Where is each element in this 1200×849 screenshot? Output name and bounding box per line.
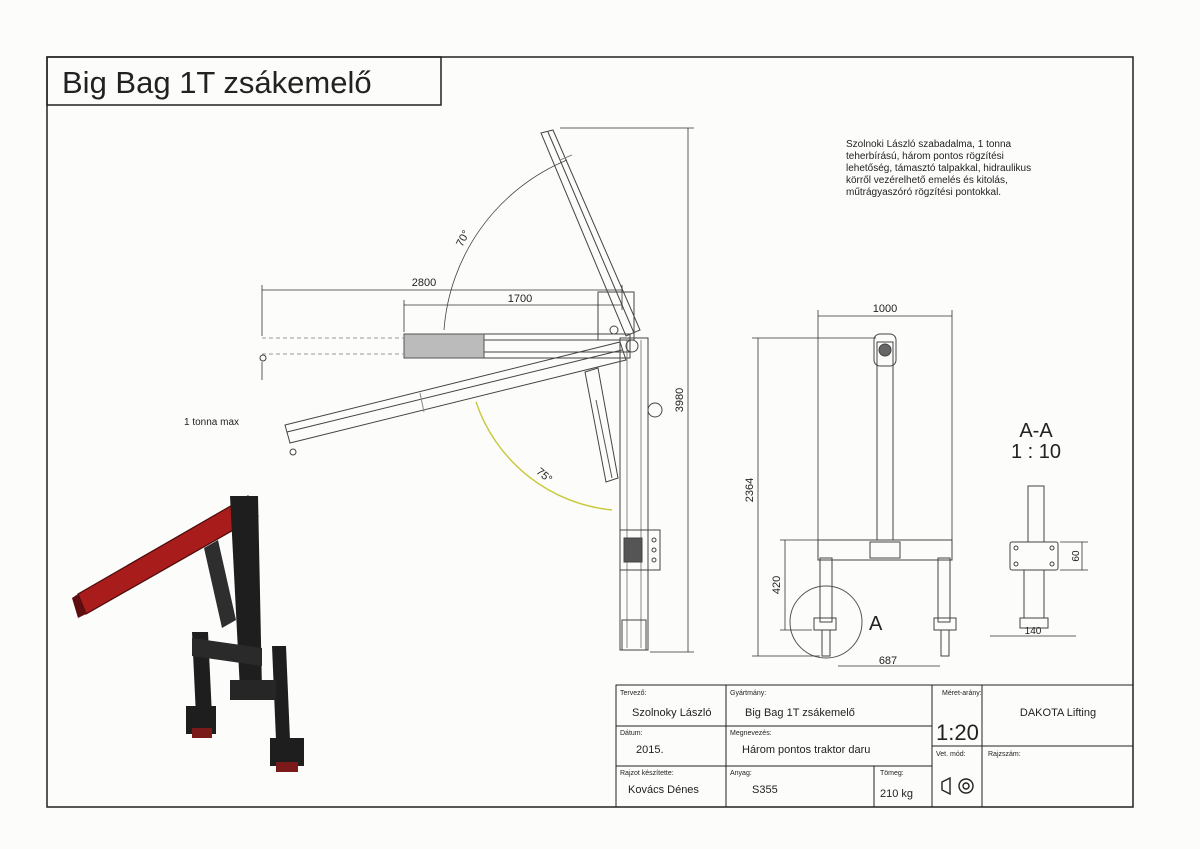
pivot-bracket <box>597 291 635 341</box>
description-line: műtrágyaszóró rögzítési pontokkal. <box>846 187 1001 198</box>
description-line: lehetőség, támasztó talpakkal, hidraulik… <box>846 163 1031 174</box>
section-dim-plate: 60 <box>1071 550 1082 562</box>
section-view <box>1009 485 1059 629</box>
label-drawing-no: Rajzszám: <box>988 751 1021 758</box>
value-designer: Szolnoky László <box>632 707 712 719</box>
dim-reach-min: 1700 <box>508 293 532 305</box>
boom-lowered <box>284 341 627 444</box>
load-label: 1 tonna max <box>184 417 239 428</box>
value-drafter: Kovács Dénes <box>628 784 699 796</box>
title-block <box>615 684 1134 808</box>
detail-marker: A <box>869 613 883 635</box>
value-mass: 210 kg <box>880 788 913 800</box>
label-manufacturer: Gyártmány: <box>730 690 766 697</box>
description-line: körről vezérelhető emelés és kitolás, <box>846 175 1008 186</box>
label-designer: Tervező: <box>620 690 647 697</box>
mast <box>619 337 649 651</box>
side-dimensions <box>261 127 694 653</box>
section-dim-width: 140 <box>1025 626 1042 637</box>
dim-height: 3980 <box>674 388 686 412</box>
front-dimensions <box>752 310 953 667</box>
iso-cylinder <box>204 540 236 628</box>
description-line: Szolnoki László szabadalma, 1 tonna <box>846 139 1012 150</box>
mast-mount-plate <box>619 529 661 571</box>
value-product: Big Bag 1T zsákemelő <box>745 707 855 719</box>
front-dim-width: 1000 <box>873 303 897 315</box>
dim-reach-max: 2800 <box>412 277 436 289</box>
title-box <box>46 56 442 106</box>
hydraulic-cylinder <box>584 367 619 483</box>
label-name: Megnevezés: <box>730 730 772 737</box>
front-dim-leg: 420 <box>771 576 783 594</box>
value-material: S355 <box>752 784 778 796</box>
section-dimensions <box>990 541 1088 637</box>
value-scale: 1:20 <box>936 720 979 745</box>
front-dim-foot: 687 <box>879 655 897 667</box>
boom-raised <box>540 129 641 337</box>
front-view <box>789 333 957 659</box>
side-view <box>259 129 663 651</box>
description-block: Szolnoki László szabadalma, 1 tonna tehe… <box>846 139 1031 198</box>
description-line: teherbírású, három pontos rögzítési <box>846 151 1004 162</box>
value-company: DAKOTA Lifting <box>1020 707 1096 719</box>
section-scale: 1 : 10 <box>1011 441 1061 463</box>
value-name: Három pontos traktor daru <box>742 744 870 756</box>
projection-symbol-icon <box>941 776 974 796</box>
label-drafter: Rajzot készítette: <box>620 770 674 777</box>
hook-ring <box>647 402 663 418</box>
drawing-title: Big Bag 1T zsákemelő <box>62 65 372 100</box>
iso-mast <box>230 496 262 690</box>
isometric-view <box>72 495 304 772</box>
label-projection: Vet. mód: <box>936 751 966 758</box>
front-mast <box>876 341 894 541</box>
label-mass: Tömeg: <box>880 770 904 777</box>
title-block-labels: Tervező: Szolnoky László Gyártmány: Big … <box>620 690 1096 800</box>
front-crossbar <box>817 539 953 561</box>
section-label: A-A <box>1019 420 1053 442</box>
label-material: Anyag: <box>730 770 752 777</box>
value-date: 2015. <box>636 744 664 756</box>
detail-circle <box>789 585 863 659</box>
label-date: Dátum: <box>620 730 643 737</box>
sheet-border <box>46 56 1134 808</box>
label-scale: Méret-arány: <box>942 690 982 697</box>
front-dim-height: 2364 <box>744 478 756 502</box>
